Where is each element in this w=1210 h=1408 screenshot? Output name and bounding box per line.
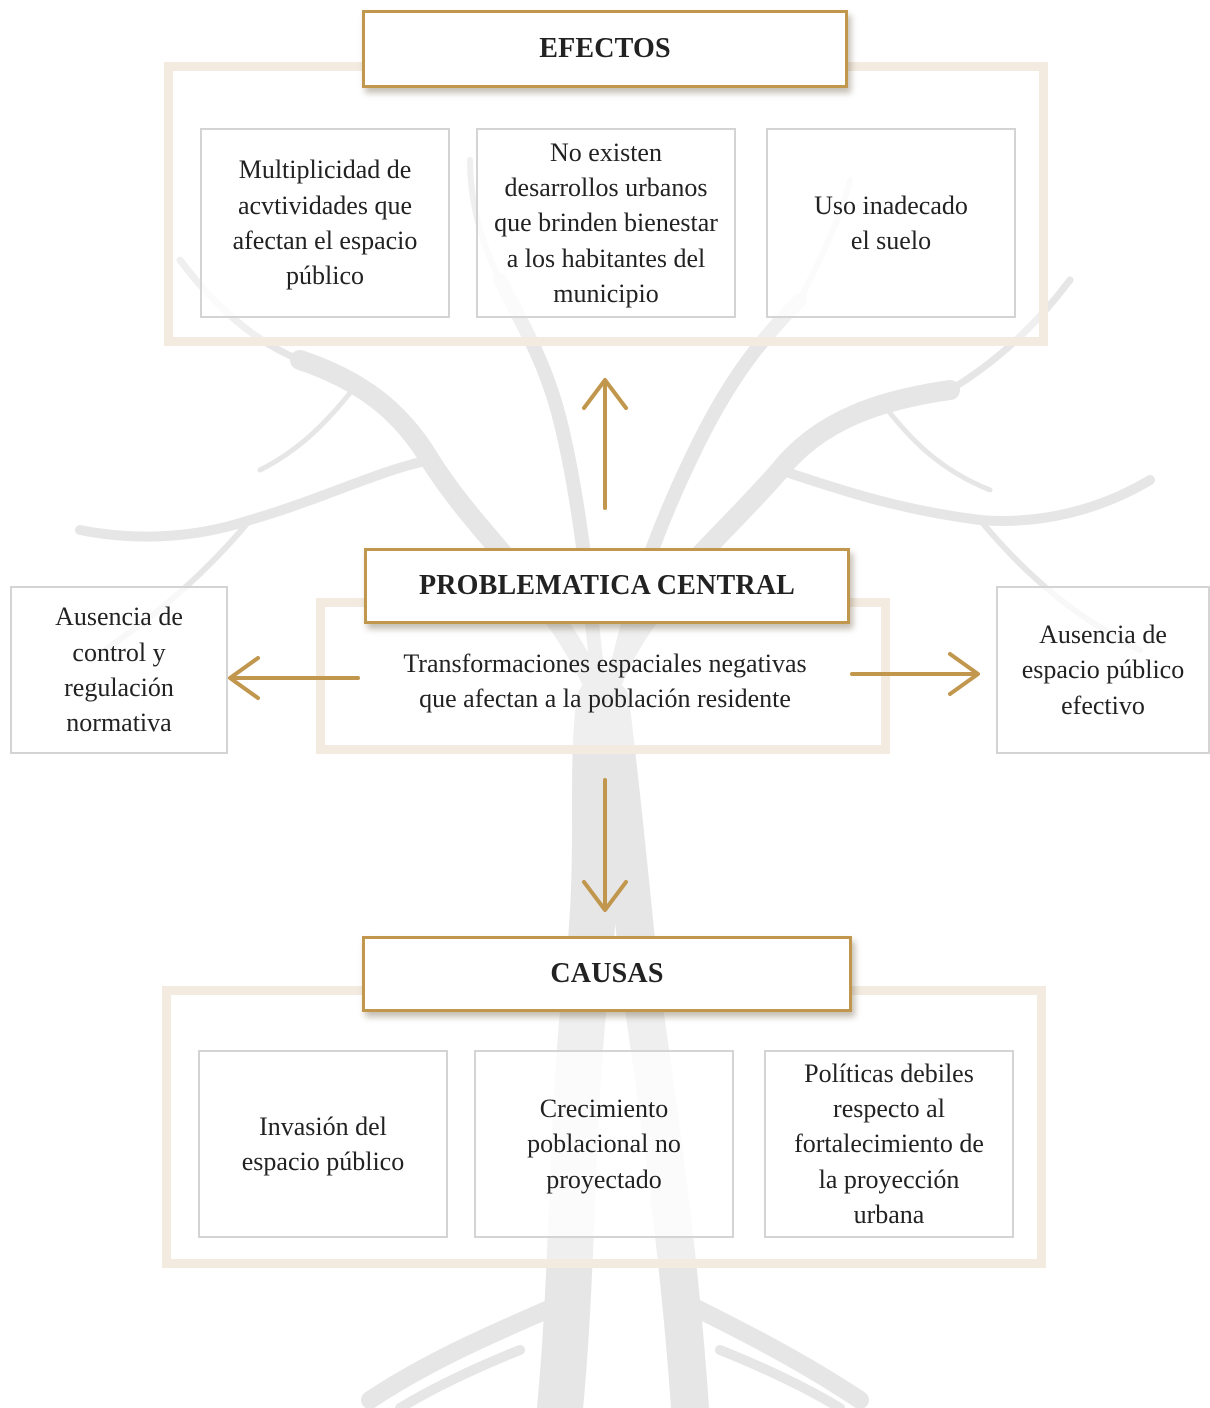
- right-side-box: Ausencia de espacio público efectivo: [996, 586, 1210, 754]
- causes-header: CAUSAS: [362, 936, 852, 1012]
- arrow-up-to-effects: [582, 378, 628, 510]
- effect-box-2: No existen desarrollos urbanos que brind…: [476, 128, 736, 318]
- left-side-box: Ausencia de control y regulación normati…: [10, 586, 228, 754]
- arrow-down-to-causes: [582, 778, 628, 912]
- effects-header: EFECTOS: [362, 10, 848, 88]
- central-problem-text: Transformaciones espaciales negativas qu…: [403, 649, 807, 714]
- cause-box-3: Políticas debiles respecto al fortalecim…: [764, 1050, 1014, 1238]
- effect-box-1: Multiplicidad de acvtividades que afecta…: [200, 128, 450, 318]
- cause-box-1: Invasión del espacio público: [198, 1050, 448, 1238]
- cause-box-2: Crecimiento poblacional no proyectado: [474, 1050, 734, 1238]
- central-header: PROBLEMATICA CENTRAL: [364, 548, 850, 624]
- arrow-right-to-public-space: [850, 652, 980, 696]
- effect-box-3: Uso inadecado el suelo: [766, 128, 1016, 318]
- arrow-left-to-control: [228, 656, 360, 700]
